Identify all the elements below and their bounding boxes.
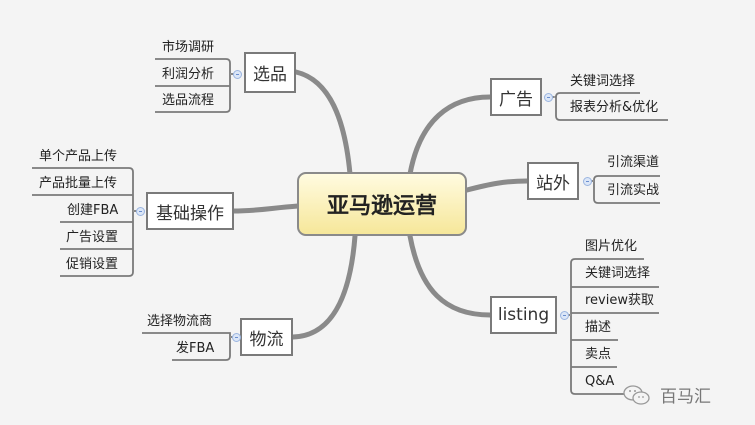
collapse-toggle-icon[interactable] (233, 70, 242, 79)
subtopic[interactable]: 选择物流商 (147, 314, 213, 329)
watermark: 百马汇 (622, 382, 711, 407)
subtopic[interactable]: Q&A (585, 374, 615, 389)
watermark-text: 百马汇 (660, 387, 711, 407)
subtopic[interactable]: 描述 (585, 320, 612, 335)
subtopic[interactable]: 图片优化 (585, 239, 638, 254)
collapse-toggle-icon[interactable] (232, 333, 241, 342)
subtopic[interactable]: 卖点 (585, 347, 612, 362)
topic-jichu[interactable]: 基础操作 (146, 192, 234, 230)
collapse-toggle-icon[interactable] (136, 207, 145, 216)
topic-zhanwai[interactable]: 站外 (527, 162, 579, 200)
branch-zhanwai (464, 178, 530, 193)
branch-xuanpin (293, 69, 353, 177)
topic-listing[interactable]: listing (490, 296, 557, 334)
central-topic[interactable]: 亚马逊运营 (297, 172, 467, 236)
subtopic[interactable]: 单个产品上传 (39, 149, 118, 164)
subtopic[interactable]: review获取 (585, 293, 654, 308)
branch-wuliu (290, 233, 358, 340)
collapse-toggle-icon[interactable] (560, 311, 569, 320)
subtopic[interactable]: 市场调研 (162, 40, 215, 55)
subtopic[interactable]: 关键词选择 (585, 266, 651, 281)
collapse-toggle-icon[interactable] (544, 93, 553, 102)
subtopic[interactable]: 创建FBA (67, 203, 119, 218)
subtopic[interactable]: 引流实战 (607, 183, 660, 198)
collapse-toggle-icon[interactable] (583, 177, 592, 186)
subtopic[interactable]: 促销设置 (66, 257, 119, 272)
subtopic[interactable]: 选品流程 (162, 93, 215, 108)
branch-listing (407, 233, 493, 318)
wechat-icon (623, 384, 650, 405)
topic-guanggao[interactable]: 广告 (490, 78, 542, 116)
subtopic[interactable]: 报表分析&优化 (570, 100, 659, 115)
subtopic[interactable]: 发FBA (176, 341, 215, 356)
subtopic[interactable]: 产品批量上传 (39, 176, 118, 191)
subtopic[interactable]: 广告设置 (66, 230, 119, 245)
subtopic[interactable]: 引流渠道 (607, 155, 660, 170)
subtopic[interactable]: 利润分析 (162, 67, 215, 82)
topic-wuliu[interactable]: 物流 (240, 318, 293, 356)
subtopic[interactable]: 关键词选择 (570, 74, 636, 89)
branch-guanggao (407, 94, 493, 177)
topic-xuanpin[interactable]: 选品 (244, 52, 296, 93)
branch-jichu (230, 203, 301, 214)
